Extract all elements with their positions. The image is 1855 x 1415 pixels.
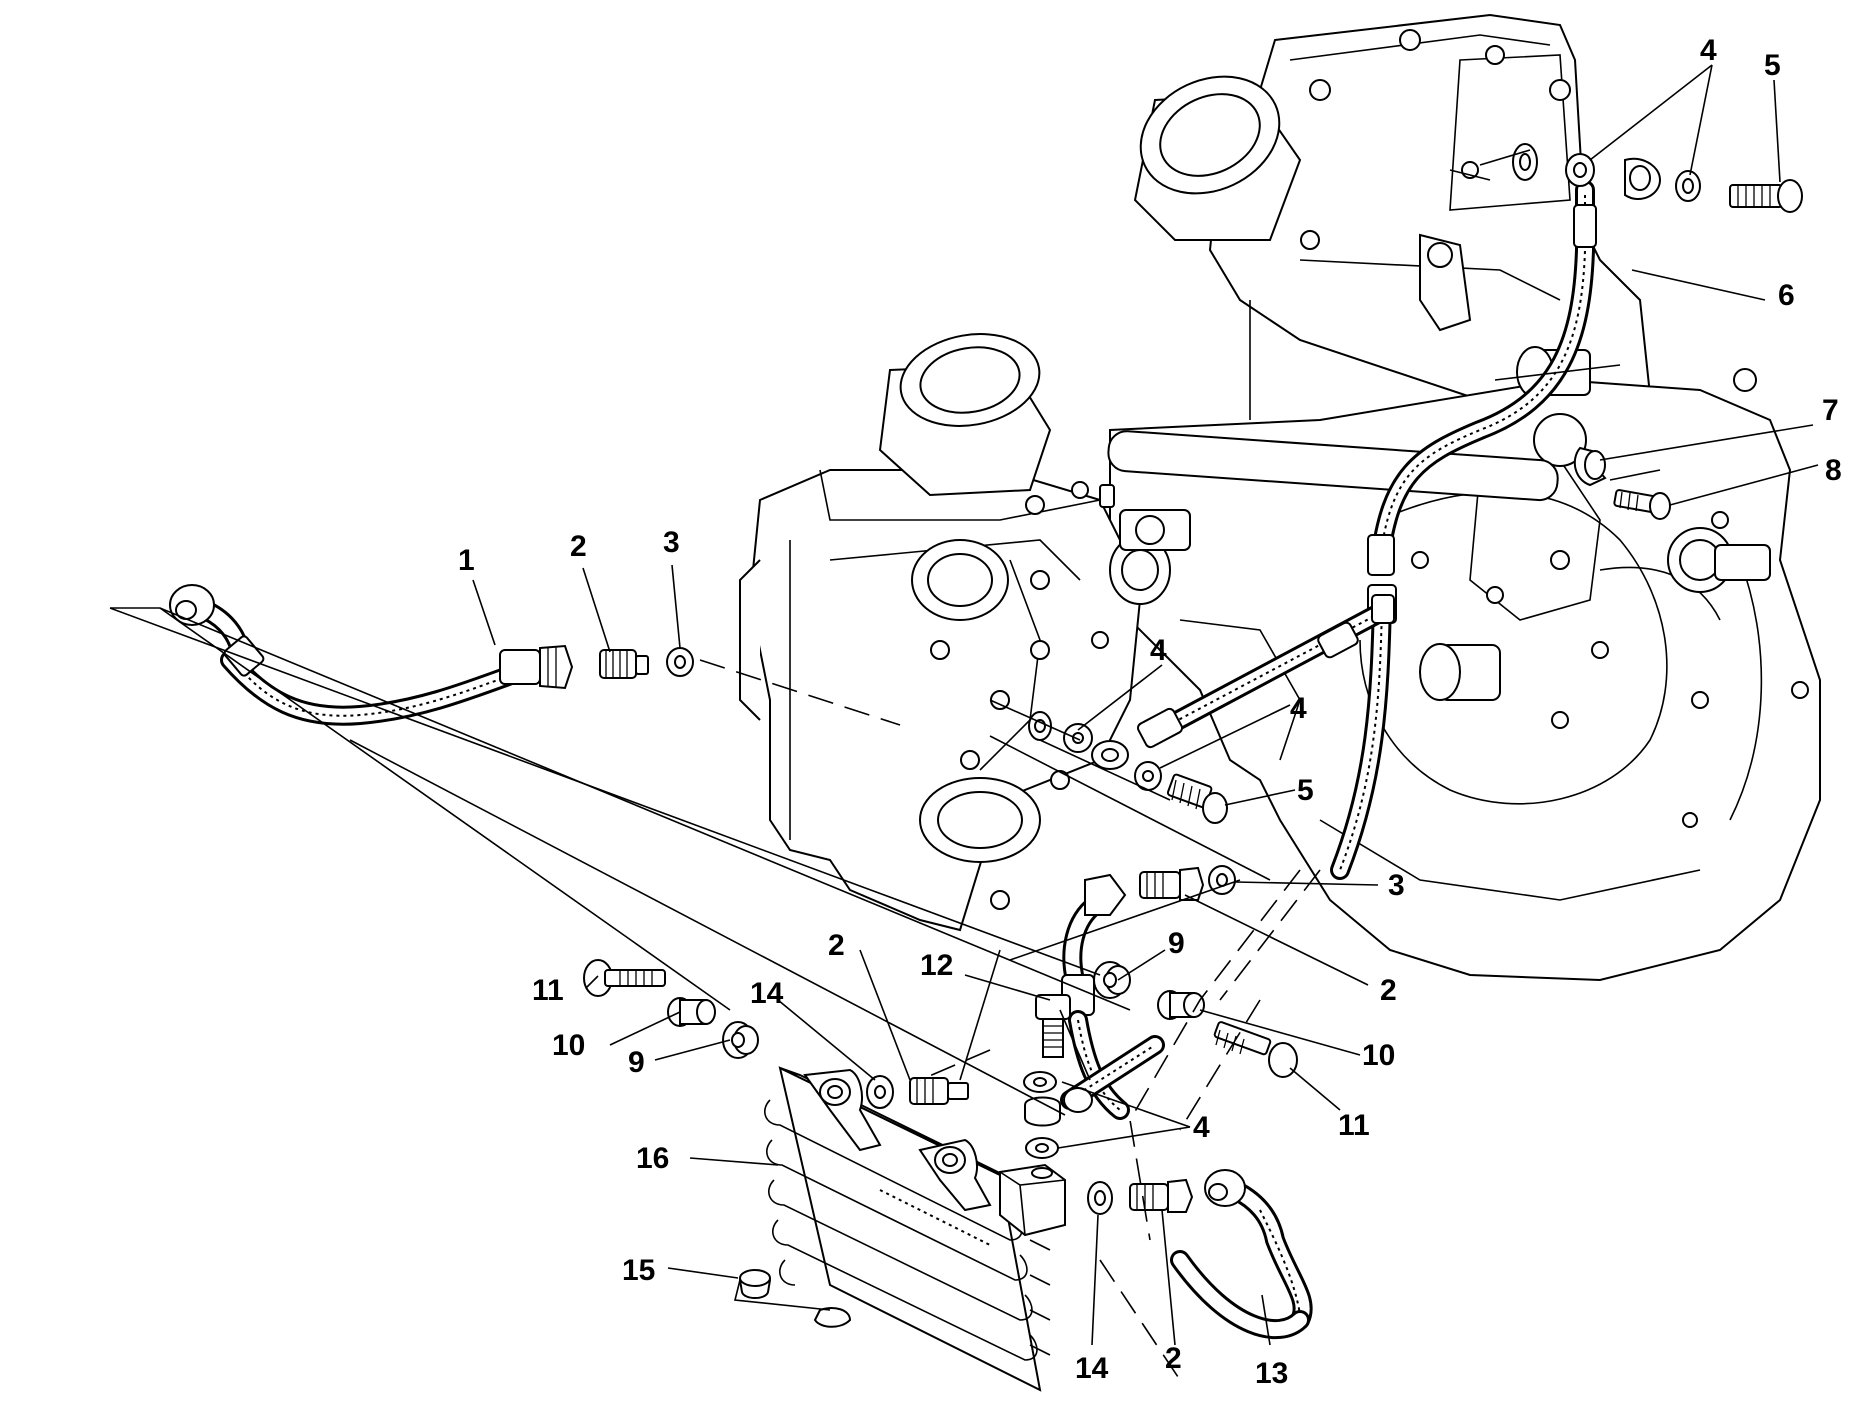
callout-3: 3	[663, 526, 680, 559]
hose-clamp-7	[1573, 446, 1607, 487]
mount-hardware-left	[583, 959, 759, 1059]
callout-7: 7	[1822, 394, 1839, 427]
drain-plug-15	[738, 1269, 852, 1328]
callout-10: 10	[552, 1029, 585, 1062]
callout-14: 14	[1075, 1352, 1109, 1385]
oil-cooler-16	[764, 1066, 1066, 1392]
washer-3-left	[666, 647, 694, 677]
callout-2: 2	[1380, 974, 1397, 1007]
callout-12: 12	[920, 949, 953, 982]
callout-4: 4	[1290, 692, 1307, 725]
callout-15: 15	[622, 1254, 655, 1287]
callout-10: 10	[1362, 1039, 1395, 1072]
hose-1	[169, 584, 574, 726]
cooler-inlet-fittings	[866, 1075, 969, 1109]
callout-8: 8	[1825, 454, 1842, 487]
callout-4: 4	[1193, 1111, 1210, 1144]
callout-3: 3	[1388, 869, 1405, 902]
top-banjo-assembly	[1512, 143, 1803, 213]
callout-5: 5	[1764, 49, 1781, 82]
callout-4: 4	[1150, 634, 1167, 667]
callout-14: 14	[750, 977, 784, 1010]
callout-2: 2	[1165, 1342, 1182, 1375]
bolt-8	[1613, 489, 1671, 520]
engine-block	[739, 13, 1821, 982]
callout-4: 4	[1700, 34, 1717, 67]
mount-hardware-right	[1093, 961, 1298, 1078]
callout-2: 2	[828, 929, 845, 962]
callout-16: 16	[636, 1142, 669, 1175]
hose-6	[1330, 180, 1597, 880]
callout-11: 11	[1338, 1109, 1370, 1142]
washers-4-cooler	[1023, 1035, 1165, 1159]
callout-2: 2	[570, 530, 587, 563]
callouts: 1 2 3 4 5 6 7 8 4 4 5 3 2 9 10 11 12 2 1…	[458, 34, 1842, 1390]
hose-13	[1170, 1169, 1313, 1340]
callout-11: 11	[532, 974, 564, 1007]
callout-5: 5	[1297, 774, 1314, 807]
callout-1: 1	[458, 544, 475, 577]
callout-13: 13	[1255, 1357, 1288, 1390]
alignment-lines	[699, 659, 1321, 1381]
cooler-outlet-fittings	[1087, 1178, 1194, 1215]
callout-9: 9	[628, 1046, 645, 1079]
callout-6: 6	[1778, 279, 1795, 312]
union-fitting-2-left	[599, 649, 649, 679]
leader-lines	[109, 64, 1819, 1346]
tee-hose	[1091, 594, 1395, 770]
callout-9: 9	[1168, 927, 1185, 960]
banjo-bolt-12	[1035, 994, 1071, 1058]
